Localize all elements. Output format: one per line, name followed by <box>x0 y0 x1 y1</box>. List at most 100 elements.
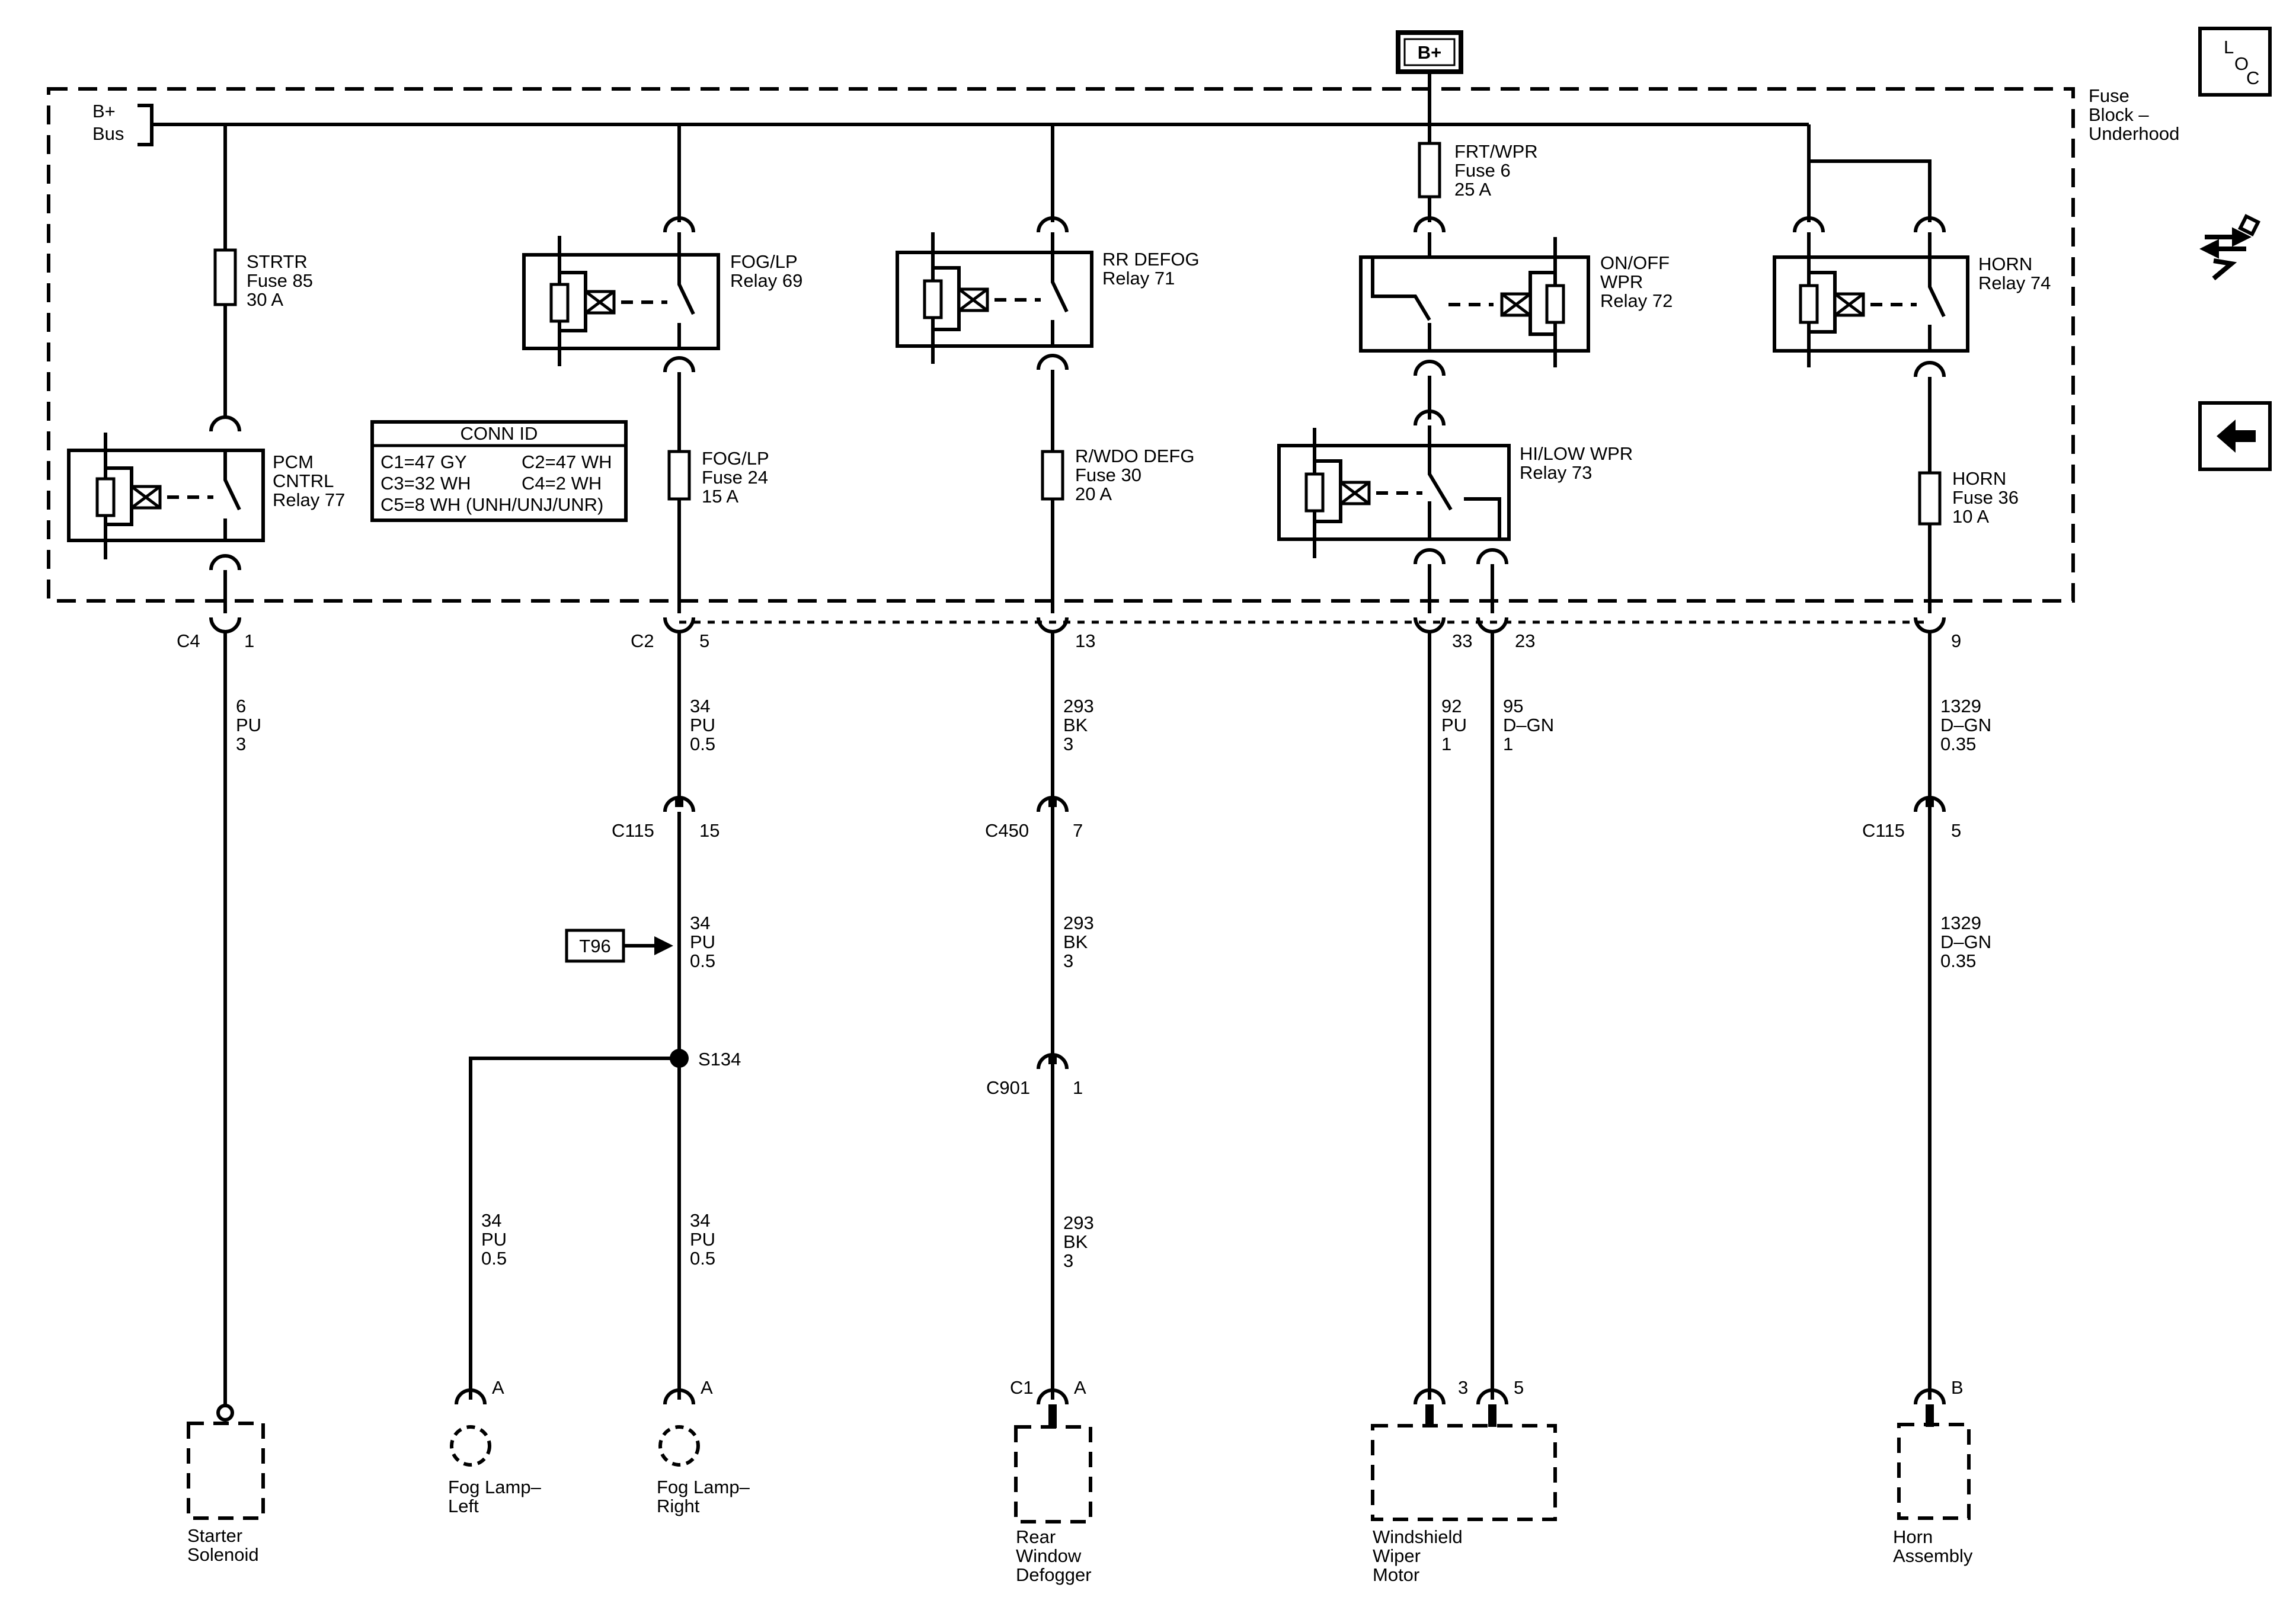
svg-text:C2=47 WH: C2=47 WH <box>522 452 612 472</box>
svg-text:C2: C2 <box>631 630 654 651</box>
fuse-block-outline <box>47 87 2075 603</box>
svg-text:293: 293 <box>1063 696 1094 716</box>
svg-text:7: 7 <box>1073 820 1083 841</box>
fuse-r-wdo-defg: R/WDO DEFG Fuse 30 20 A <box>1041 446 1195 504</box>
svg-text:Motor: Motor <box>1373 1564 1419 1585</box>
svg-text:Assembly: Assembly <box>1893 1545 1973 1566</box>
windshield-wiper-motor: 3 5 Windshield Wiper Motor <box>1371 1377 1557 1585</box>
svg-text:3: 3 <box>236 734 246 754</box>
svg-text:Relay 69: Relay 69 <box>730 270 802 291</box>
svg-text:Defogger: Defogger <box>1016 1564 1092 1585</box>
svg-text:PCM: PCM <box>273 452 314 472</box>
connector-c2: C2 5 13 33 23 9 <box>631 617 1961 651</box>
relay-fog-lp: FOG/LP Relay 69 <box>522 232 802 366</box>
svg-text:6: 6 <box>236 696 246 716</box>
svg-text:C: C <box>2246 68 2259 88</box>
wire-1329-d-gn-a: 1329 D–GN 0.35 <box>1940 696 1991 754</box>
svg-text:1: 1 <box>1441 734 1451 754</box>
relay-hi-low-wpr: HI/LOW WPR Relay 73 <box>1277 425 1633 558</box>
svg-text:34: 34 <box>481 1210 501 1231</box>
starter-solenoid: Starter Solenoid <box>187 1422 265 1565</box>
svg-text:PU: PU <box>690 715 715 735</box>
wire-293-bk-b: 293 BK 3 <box>1063 913 1094 971</box>
fuse-fog-lp: FOG/LP Fuse 24 15 A <box>667 448 769 507</box>
svg-text:1329: 1329 <box>1940 913 1981 933</box>
svg-text:0.5: 0.5 <box>481 1248 507 1269</box>
svg-text:Right: Right <box>657 1496 700 1516</box>
svg-text:Left: Left <box>448 1496 479 1516</box>
svg-text:PU: PU <box>236 715 261 735</box>
location-view-icon[interactable]: L O C <box>2198 27 2272 97</box>
relay-rr-defog: RR DEFOG Relay 71 <box>896 232 1200 364</box>
svg-text:C1=47 GY: C1=47 GY <box>380 452 467 472</box>
b-plus-bus-label: B+ Bus <box>92 101 154 146</box>
connector-c115-b: C115 5 <box>1862 796 1961 841</box>
wire-92-pu: 92 PU 1 <box>1441 696 1467 754</box>
relay-horn: HORN Relay 74 <box>1773 232 2051 367</box>
rear-window-defogger: C1 A Rear Window Defogger <box>1010 1377 1092 1585</box>
svg-text:C4=2 WH: C4=2 WH <box>522 473 602 494</box>
t96-reference[interactable]: T96 <box>565 929 673 963</box>
svg-text:PU: PU <box>690 1229 715 1250</box>
svg-text:Relay 72: Relay 72 <box>1600 290 1673 311</box>
fuse-horn: HORN Fuse 36 10 A <box>1918 468 2019 527</box>
svg-text:Starter: Starter <box>187 1525 242 1546</box>
svg-text:Wiper: Wiper <box>1373 1545 1421 1566</box>
svg-text:RR DEFOG: RR DEFOG <box>1102 249 1200 270</box>
svg-text:Fuse: Fuse <box>2089 85 2129 106</box>
svg-text:Fog Lamp–: Fog Lamp– <box>657 1477 750 1497</box>
fuse-frt-wpr: FRT/WPR Fuse 6 25 A <box>1418 141 1538 200</box>
svg-text:R/WDO DEFG: R/WDO DEFG <box>1075 446 1195 466</box>
svg-text:PU: PU <box>1441 715 1467 735</box>
svg-text:0.5: 0.5 <box>690 1248 715 1269</box>
conn-id-table: CONN ID C1=47 GY C2=47 WH C3=32 WH C4=2 … <box>370 420 628 522</box>
wire-34-pu-d: 34 PU 0.5 <box>690 1210 715 1269</box>
fuse-block-label: Fuse Block – Underhood <box>2089 85 2179 144</box>
component-views-icon[interactable] <box>2199 213 2261 281</box>
svg-text:293: 293 <box>1063 913 1094 933</box>
svg-text:L: L <box>2224 37 2234 57</box>
svg-text:10 A: 10 A <box>1952 506 1989 527</box>
svg-text:13: 13 <box>1075 630 1095 651</box>
svg-text:293: 293 <box>1063 1212 1094 1233</box>
svg-text:Bus: Bus <box>92 123 124 144</box>
svg-text:15 A: 15 A <box>702 486 738 507</box>
wire-293-bk-c: 293 BK 3 <box>1063 1212 1094 1271</box>
svg-text:5: 5 <box>699 630 709 651</box>
svg-text:95: 95 <box>1503 696 1523 716</box>
svg-text:FOG/LP: FOG/LP <box>702 448 769 469</box>
svg-text:PU: PU <box>690 932 715 952</box>
svg-text:C3=32 WH: C3=32 WH <box>380 473 471 494</box>
back-arrow-icon[interactable] <box>2198 401 2272 471</box>
connector-c4: C4 1 <box>177 617 254 651</box>
svg-text:BK: BK <box>1063 932 1088 952</box>
svg-text:STRTR: STRTR <box>247 251 308 272</box>
power-source-b-plus: B+ <box>1396 30 1463 74</box>
svg-text:3: 3 <box>1063 950 1073 971</box>
svg-text:34: 34 <box>690 913 710 933</box>
svg-text:1: 1 <box>244 630 254 651</box>
svg-text:CNTRL: CNTRL <box>273 470 334 491</box>
svg-text:BK: BK <box>1063 715 1088 735</box>
svg-text:23: 23 <box>1515 630 1535 651</box>
connector-c115-a: C115 15 <box>612 796 720 841</box>
svg-text:3: 3 <box>1458 1377 1468 1398</box>
svg-text:A: A <box>492 1377 504 1398</box>
fog-lamp-left: A Fog Lamp– Left <box>448 1377 542 1516</box>
svg-text:D–GN: D–GN <box>1940 932 1991 952</box>
svg-text:1: 1 <box>1503 734 1513 754</box>
svg-text:HI/LOW WPR: HI/LOW WPR <box>1520 443 1633 464</box>
svg-text:B+: B+ <box>1418 42 1442 63</box>
svg-text:Windshield: Windshield <box>1373 1526 1463 1547</box>
svg-text:S134: S134 <box>698 1049 741 1070</box>
svg-text:PU: PU <box>481 1229 507 1250</box>
splice-s134: S134 <box>670 1049 741 1070</box>
svg-text:34: 34 <box>690 1210 710 1231</box>
svg-text:O: O <box>2234 53 2249 74</box>
svg-text:WPR: WPR <box>1600 271 1643 292</box>
fog-lamp-right: A Fog Lamp– Right <box>657 1377 750 1516</box>
svg-text:34: 34 <box>690 696 710 716</box>
svg-text:C4: C4 <box>177 630 200 651</box>
svg-text:1329: 1329 <box>1940 696 1981 716</box>
svg-text:D–GN: D–GN <box>1940 715 1991 735</box>
